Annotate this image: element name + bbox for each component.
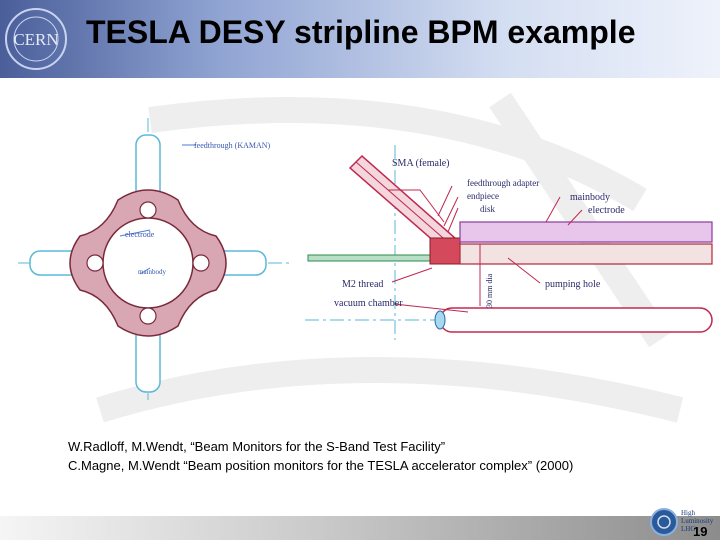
hl-lhc-logo: High Luminosity LHC [650,508,714,536]
footer-bar [0,516,720,540]
svg-text:pumping hole: pumping hole [545,279,601,290]
svg-text:endpiece: endpiece [467,191,499,201]
page-title: TESLA DESY stripline BPM example [86,14,636,50]
svg-text:feedthrough adapter: feedthrough adapter [467,178,539,188]
bpm-cross-section: feedthrough (KAMAN) electrode mainbody [18,118,290,400]
svg-text:vacuum chamber: vacuum chamber [334,298,403,309]
svg-text:Luminosity: Luminosity [681,517,714,525]
svg-text:electrode: electrode [588,205,625,216]
svg-text:disk: disk [480,204,496,214]
svg-text:mainbody: mainbody [570,192,610,203]
bpm-longitudinal-section: SMA (female) feedthrough adapter endpiec… [305,145,713,340]
svg-text:M2 thread: M2 thread [342,279,383,290]
reference-line: W.Radloff, M.Wendt, “Beam Monitors for t… [68,439,446,454]
svg-text:High: High [681,509,696,517]
svg-text:feedthrough (KAMAN): feedthrough (KAMAN) [194,141,271,150]
reference-line: C.Magne, M.Wendt “Beam position monitors… [68,458,574,473]
svg-text:LHC: LHC [681,525,695,533]
svg-text:CERN: CERN [13,30,58,49]
svg-text:30 mm dia: 30 mm dia [485,273,494,308]
references: W.Radloff, M.Wendt, “Beam Monitors for t… [68,437,573,475]
svg-text:electrode: electrode [125,230,155,239]
bpm-drawing: feedthrough (KAMAN) electrode mainbody [18,118,713,400]
svg-text:mainbody: mainbody [138,268,166,276]
page-number: 19 [693,524,708,539]
watermark-graphic [96,92,684,423]
svg-text:SMA (female): SMA (female) [392,158,450,169]
header-banner: CERN TESLA DESY stripline BPM example [0,0,720,78]
cern-logo: CERN [5,8,67,70]
